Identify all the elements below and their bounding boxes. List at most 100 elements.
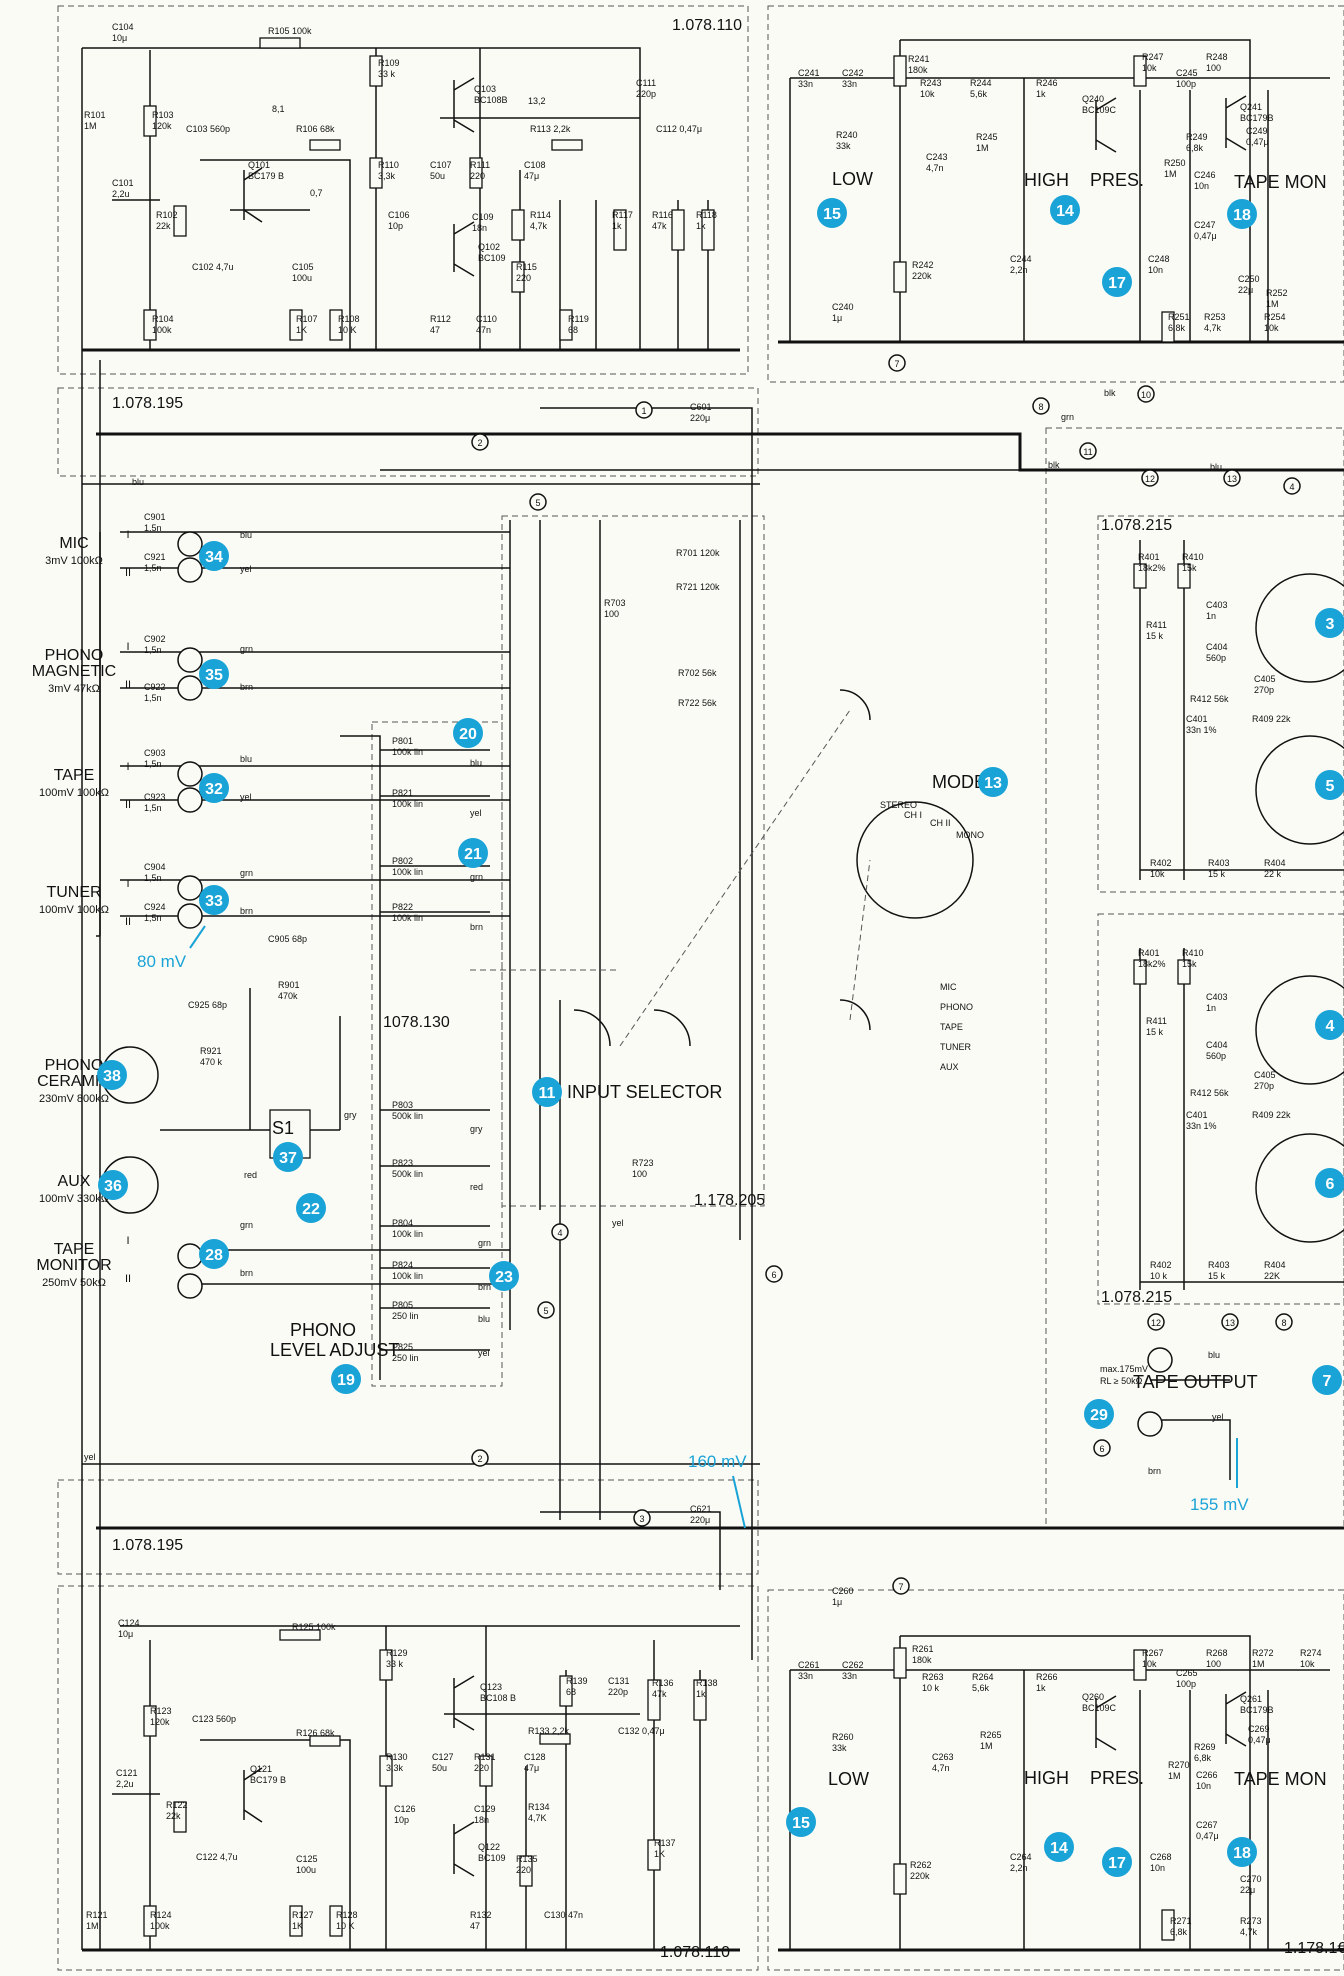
component-value: 1n — [1206, 1003, 1216, 1013]
component-value: 1M — [1252, 1659, 1265, 1669]
component-value: 10n — [1196, 1781, 1211, 1791]
badge-circle — [273, 1142, 303, 1172]
connector-number: 6 — [1099, 1444, 1104, 1454]
component-label: C621 — [690, 1504, 712, 1514]
component-label: R246 — [1036, 78, 1058, 88]
function-label: PRES. — [1090, 170, 1144, 190]
component-value: 1k — [696, 221, 706, 231]
component-label: C903 — [144, 748, 166, 758]
component-value: 100k lin — [392, 1229, 423, 1239]
reference-badge: 38 — [97, 1060, 127, 1090]
component-label: R403 — [1208, 858, 1230, 868]
component-label: C126 — [394, 1804, 416, 1814]
component-label: C107 — [430, 160, 452, 170]
component-label: R411 — [1146, 1016, 1167, 1026]
component-label: R111 — [470, 160, 490, 170]
component-label: R137 — [654, 1838, 676, 1848]
connector-number: 6 — [771, 1270, 776, 1280]
component-label: R243 — [920, 78, 942, 88]
component-label: R240 — [836, 130, 858, 140]
badge-circle — [1227, 1837, 1257, 1867]
component-value: 100k lin — [392, 867, 423, 877]
connector-circle — [1275, 1313, 1293, 1331]
component-label: C103 560p — [186, 124, 230, 134]
component-label: R266 — [1036, 1672, 1058, 1682]
component-label: C404 — [1206, 1040, 1228, 1050]
component-value: 1K — [654, 1849, 665, 1859]
component-value: 1μ — [832, 313, 842, 323]
component-value: 1k — [696, 1689, 706, 1699]
component-label: C124 — [118, 1618, 140, 1628]
badge-circle — [453, 718, 483, 748]
component-value: 220 — [516, 1865, 531, 1875]
component-label: R121 — [86, 1910, 108, 1920]
badge-circle — [1050, 195, 1080, 225]
component-value: 220μ — [690, 413, 710, 423]
badge-circle — [199, 773, 229, 803]
component-label: P805 — [392, 1300, 413, 1310]
reference-badge: 33 — [199, 885, 229, 915]
component-label: C901 — [144, 512, 166, 522]
component-label: C240 — [832, 302, 854, 312]
component-value: 22 k — [1264, 869, 1282, 879]
component-label: R131 — [474, 1752, 496, 1762]
component-value: 2,2u — [116, 1779, 134, 1789]
component-label: C924 — [144, 902, 166, 912]
component-label: C244 — [1010, 254, 1032, 264]
component-value: 560p — [1206, 1051, 1226, 1061]
input-name: PHONO — [45, 1057, 104, 1074]
connector-circle — [1283, 477, 1301, 495]
component-label: Q261 — [1240, 1694, 1262, 1704]
badge-number: 15 — [792, 1815, 810, 1832]
badge-circle — [817, 198, 847, 228]
component-value: 10n — [1148, 265, 1163, 275]
badge-circle — [296, 1193, 326, 1223]
component-value: 120k — [150, 1717, 170, 1727]
component-label: R402 — [1150, 858, 1172, 868]
component-label: C248 — [1148, 254, 1170, 264]
wire-color-tag: grn — [240, 868, 253, 878]
component-value: 1k — [612, 221, 622, 231]
component-value: 0,47μ — [1248, 1735, 1271, 1745]
component-label: C269 — [1248, 1724, 1270, 1734]
wire-color-tag: yel — [240, 564, 252, 574]
badge-circle — [458, 838, 488, 868]
component-value: 10n — [1150, 1863, 1165, 1873]
board-label: 1.078.110 — [672, 17, 742, 34]
channel-mark: I — [126, 1235, 129, 1247]
component-label: R250 — [1164, 158, 1186, 168]
component-value: 5,6k — [970, 89, 988, 99]
component-label: R107 — [296, 314, 318, 324]
reference-badge: 36 — [98, 1170, 128, 1200]
component-label: C105 — [292, 262, 314, 272]
selector-position: PHONO — [940, 1002, 973, 1012]
component-label: R118 — [696, 210, 717, 220]
component-value: 33n — [798, 79, 813, 89]
channel-mark: I — [126, 641, 129, 653]
badge-circle — [331, 1364, 361, 1394]
component-value: 22k — [156, 221, 171, 231]
component-value: BC109 — [478, 1853, 506, 1863]
badge-number: 22 — [302, 1201, 320, 1218]
component-value: 10k — [920, 89, 935, 99]
component-label: R245 — [976, 132, 998, 142]
wire-color-tag: blu — [1208, 1350, 1220, 1360]
badge-circle — [1102, 1847, 1132, 1877]
component-value: 22μ — [1238, 285, 1253, 295]
reference-badge: 29 — [1084, 1399, 1114, 1429]
component-label: 8,1 — [272, 104, 285, 114]
badge-number: 33 — [205, 893, 223, 910]
connector-number: 3 — [639, 1514, 644, 1524]
component-value: BC179 B — [250, 1775, 286, 1785]
channel-mark: II — [125, 916, 131, 928]
component-label: C263 — [932, 1752, 954, 1762]
component-value: 1M — [980, 1741, 993, 1751]
component-label: R251 — [1168, 312, 1190, 322]
component-value: 1,5n — [144, 693, 162, 703]
channel-mark: II — [125, 567, 131, 579]
component-value: 2,2n — [1010, 1863, 1028, 1873]
component-value: 47μ — [524, 171, 539, 181]
component-label: C247 — [1194, 220, 1216, 230]
